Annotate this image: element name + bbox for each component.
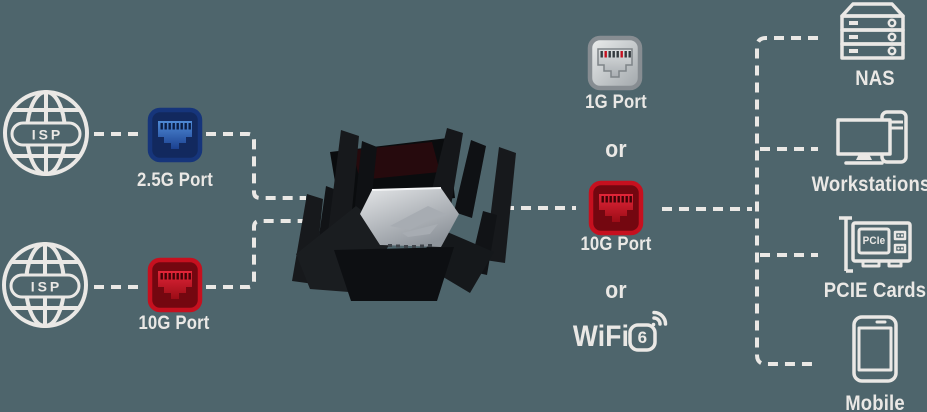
label-10g-port-right: 10G Port	[580, 234, 652, 255]
label-workstations: Workstations	[811, 173, 927, 196]
label-pcie-chip: PCIe	[862, 235, 886, 247]
port-10g-right-icon	[588, 180, 644, 236]
isp-bottom-label: ISP	[30, 278, 63, 294]
wifi-6-icon	[628, 310, 668, 352]
label-pcie-cards: PCIE Cards	[823, 279, 927, 302]
port-10g-left-icon	[147, 257, 203, 313]
router-icon	[292, 128, 516, 301]
label-nas: NAS	[855, 67, 895, 90]
label-or-top: or	[605, 136, 627, 163]
label-1g-port: 1G Port	[585, 92, 647, 113]
pcie-card-icon	[839, 216, 912, 273]
label-wifi: WiFi	[572, 320, 630, 353]
label-or-bottom: or	[605, 277, 627, 304]
port-2-5g-icon	[147, 107, 203, 163]
label-10g-port-left: 10G Port	[138, 313, 210, 334]
label-mobile: Mobile	[845, 392, 905, 412]
port-1g-icon	[587, 35, 643, 91]
label-2-5g-port: 2.5G Port	[137, 170, 213, 191]
connector-port-25g-to-router	[206, 132, 306, 200]
connector-port-10g-to-router	[206, 219, 306, 289]
connector-trunk-nas-mobile	[755, 36, 818, 366]
wifi-6-badge-text: 6	[637, 328, 648, 347]
isp-top-label: ISP	[31, 126, 64, 142]
rog-logo	[390, 206, 448, 237]
isp-badge-bottom: ISP	[9, 273, 81, 299]
nas-icon	[840, 2, 905, 60]
mobile-icon	[852, 315, 898, 383]
isp-badge-top: ISP	[10, 121, 82, 147]
workstations-icon	[836, 110, 908, 165]
